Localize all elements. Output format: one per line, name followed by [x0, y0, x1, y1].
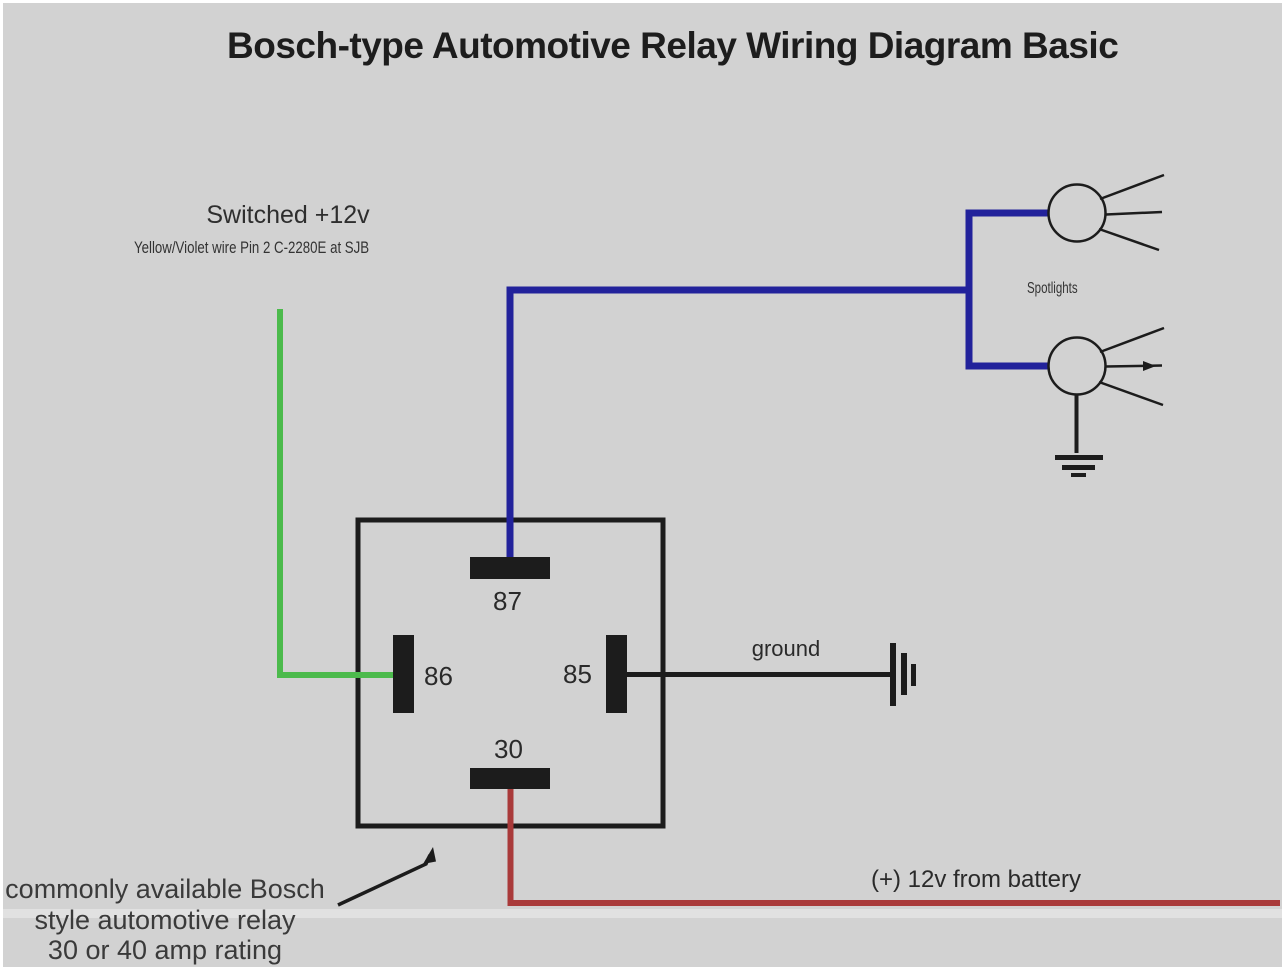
spotlight-bottom-circle — [1047, 336, 1107, 396]
spotlight-top-ray-middle — [1105, 210, 1163, 216]
diagram-title: Bosch-type Automotive Relay Wiring Diagr… — [227, 25, 1119, 66]
relay-ground-bar-2 — [901, 653, 907, 695]
pin-85-label: 85 — [563, 659, 592, 689]
pin-87-label: 87 — [493, 586, 522, 616]
switched-12v-label: Switched +12v — [206, 201, 370, 229]
relay-note-line-2: style automotive relay — [34, 904, 296, 935]
spotlight-bottom-ray-upper — [1099, 326, 1165, 354]
pin-85-terminal — [606, 635, 627, 713]
spotlight-top-ray-upper — [1099, 173, 1165, 201]
relay-note: commonly available Bosch style automotiv… — [3, 874, 327, 966]
spotlight-ground-bar-2 — [1062, 465, 1095, 470]
spotlights-label: Spotlights — [1027, 280, 1078, 297]
pin-30-label: 30 — [494, 734, 523, 764]
note-arrow-line — [337, 854, 432, 907]
battery-label: (+) 12v from battery — [870, 866, 1082, 893]
spotlight-top-ray-lower — [1098, 227, 1160, 252]
switched-12v-sublabel: Yellow/Violet wire Pin 2 C-2280E at SJB — [134, 238, 370, 257]
ground-label: ground — [751, 636, 821, 661]
spotlight-ground-bar-3 — [1071, 473, 1086, 477]
spotlight-bottom-ray-arrowhead — [1143, 361, 1156, 371]
note-arrow-head — [423, 847, 436, 864]
spotlight-ground-bar-1 — [1055, 455, 1103, 460]
pin-87-terminal — [470, 557, 550, 579]
spotlight-top-circle — [1047, 183, 1107, 243]
diagram-svg — [277, 173, 1280, 907]
relay-note-line-1: commonly available Bosch — [5, 874, 325, 904]
spotlight-bottom-ray-lower — [1098, 380, 1164, 407]
relay-ground-bar-3 — [911, 664, 916, 686]
relay-note-line-3: 30 or 40 amp rating — [47, 935, 283, 965]
relay-ground-bar-1 — [890, 643, 896, 706]
pin-86-label: 86 — [424, 661, 453, 691]
pin-30-terminal — [470, 768, 550, 789]
pin-86-terminal — [393, 635, 414, 713]
